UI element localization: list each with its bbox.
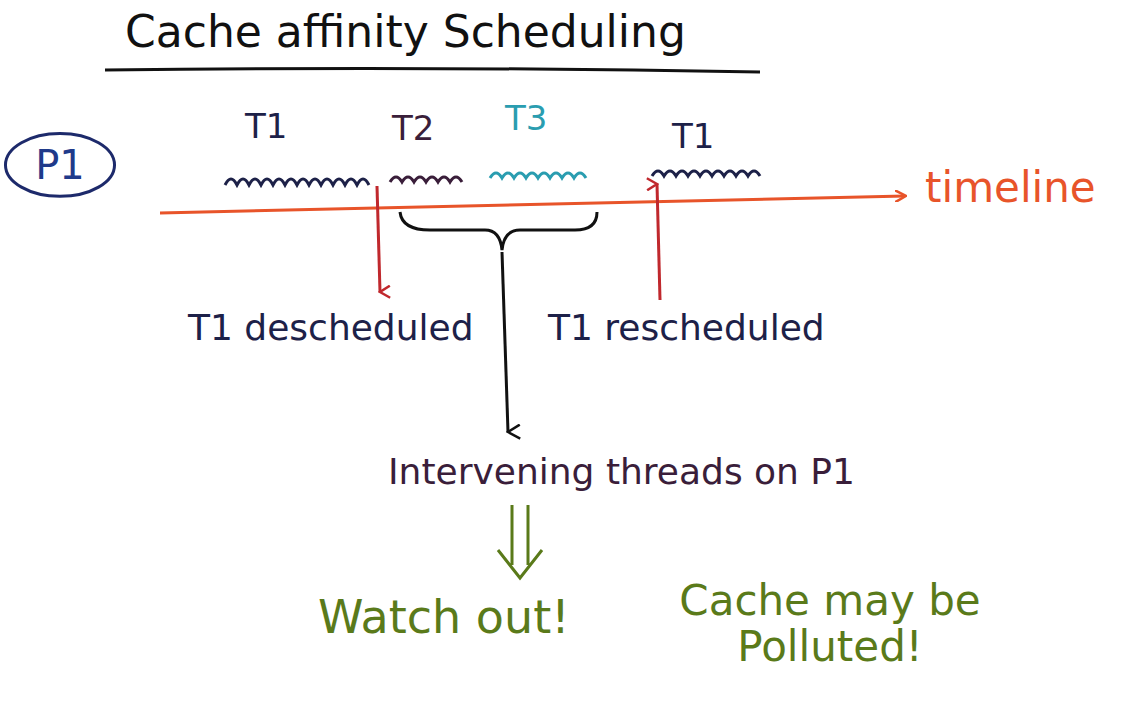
reschedule-arrow	[657, 184, 660, 300]
title-underline	[105, 68, 760, 72]
warning-note: Watch out!	[318, 592, 570, 643]
brace	[400, 212, 597, 250]
processor-label: P1	[35, 143, 85, 187]
node-text-group: P1	[35, 143, 85, 187]
thread-name: T3	[505, 100, 547, 137]
event-note: T1 descheduled	[188, 308, 474, 348]
title: Cache affinity Scheduling	[125, 8, 686, 56]
implies-arrow	[498, 505, 542, 578]
thread-wave	[490, 173, 586, 178]
thread-wave	[652, 171, 760, 176]
event-note: T1 rescheduled	[548, 308, 825, 348]
thread-name: T1	[672, 118, 714, 155]
deschedule-arrow	[377, 186, 380, 292]
thread-name: T1	[245, 108, 287, 145]
processor-circle: P1	[2, 130, 118, 200]
pointer-arrow	[502, 252, 508, 432]
axis-label: timeline	[925, 165, 1096, 211]
warning-note: Cache may be Polluted!	[650, 578, 1010, 670]
ellipse	[5, 134, 114, 197]
thread-wave	[225, 179, 369, 185]
thread-wave	[390, 177, 462, 182]
timeline-arrow	[160, 196, 905, 213]
note: Intervening threads on P1	[388, 452, 855, 492]
thread-name: T2	[392, 110, 434, 147]
